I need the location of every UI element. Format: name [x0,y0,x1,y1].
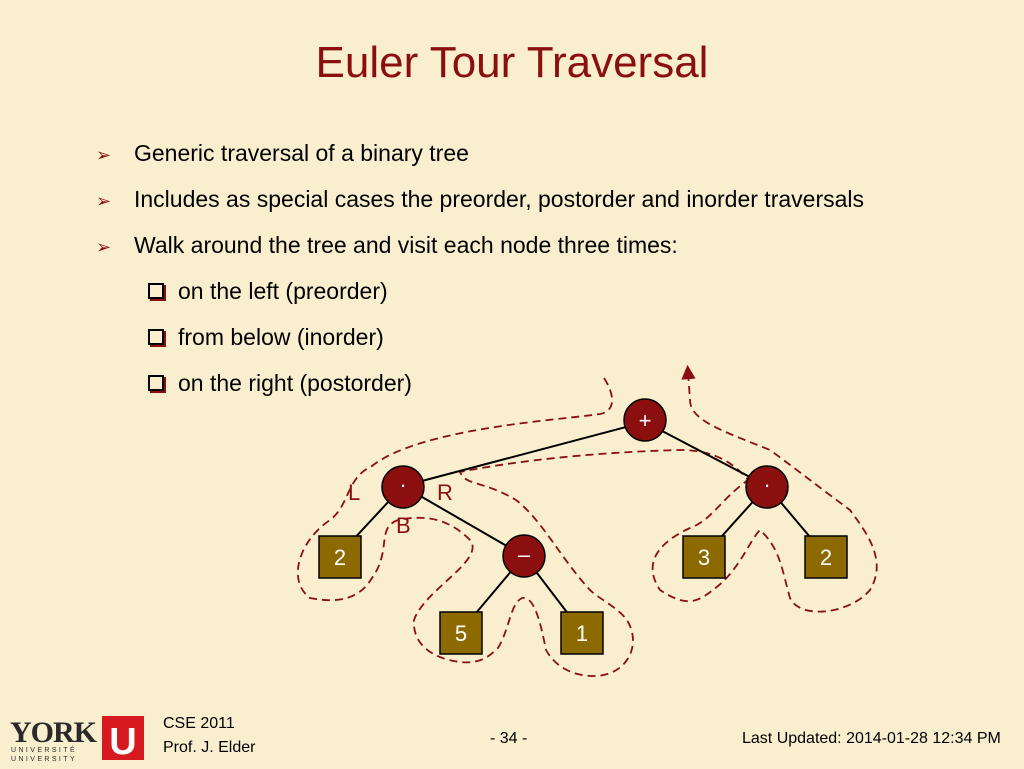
leaf-label: 3 [698,545,710,570]
checkbox-bullet-icon [148,283,164,299]
bullet-text: Generic traversal of a binary tree [134,140,469,166]
checkbox-bullet-icon [148,329,164,345]
tree-edges [337,421,827,633]
tree-leaf-5: 5 [439,611,483,655]
york-university-logo: YORK UNIVERSITÉ UNIVERSITY U [10,714,150,769]
sub-bullet-text: on the right (postorder) [178,370,412,396]
node-label: + [639,408,652,433]
bullet-text: Walk around the tree and visit each node… [134,232,678,258]
leaf-label: 5 [455,621,467,646]
arrow-bullet-icon: ➢ [96,145,112,165]
sub-bullet-text: from below (inorder) [178,324,384,350]
page-number: - 34 - [490,730,528,747]
tree-leaf-1: 1 [560,611,604,655]
logo-subtitle-en: UNIVERSITY [11,756,77,763]
bullet-item: ➢ Walk around the tree and visit each no… [96,232,678,278]
sub-bullet-text: on the left (preorder) [178,278,388,304]
logo-mark: U [109,721,136,763]
tree-node-minus: – [502,534,546,578]
tree-node-root: + [623,398,667,442]
visit-label-right: R [437,480,453,505]
checkbox-bullet-icon [148,375,164,391]
tree-leaf-2-right: 2 [804,535,848,579]
bullet-item: ➢ Includes as special cases the preorder… [96,186,864,232]
logo-wordmark: YORK [10,716,98,749]
visit-label-left: L [348,480,360,505]
bullet-list: ➢ Generic traversal of a binary tree ➢ I… [96,140,864,416]
arrow-bullet-icon: ➢ [96,191,112,211]
tree-leaf-2-left: 2 [318,535,362,579]
tree-node-right-op: · [745,465,789,509]
tree-leaf-3: 3 [682,535,726,579]
arrow-bullet-icon: ➢ [96,237,112,257]
course-label: CSE 2011 [163,715,235,732]
node-label: – [518,542,531,567]
bullet-text: Includes as special cases the preorder, … [134,186,865,212]
leaf-label: 1 [576,621,588,646]
york-logo-icon: YORK UNIVERSITÉ UNIVERSITY U [10,716,144,763]
logo-red-block [102,716,144,760]
slide-title: Euler Tour Traversal [315,38,709,87]
visit-label-below: B [396,513,411,538]
leaf-label: 2 [334,545,346,570]
bullet-item: ➢ Generic traversal of a binary tree [96,140,469,186]
node-label: · [399,472,406,497]
node-label: · [763,472,770,497]
last-updated: Last Updated: 2014-01-28 12:34 PM [742,730,1001,747]
tree-node-left-op: · [381,465,425,509]
logo-subtitle-fr: UNIVERSITÉ [11,745,77,754]
leaf-label: 2 [820,545,832,570]
euler-tour-path [296,364,878,677]
professor-label: Prof. J. Elder [163,739,256,756]
